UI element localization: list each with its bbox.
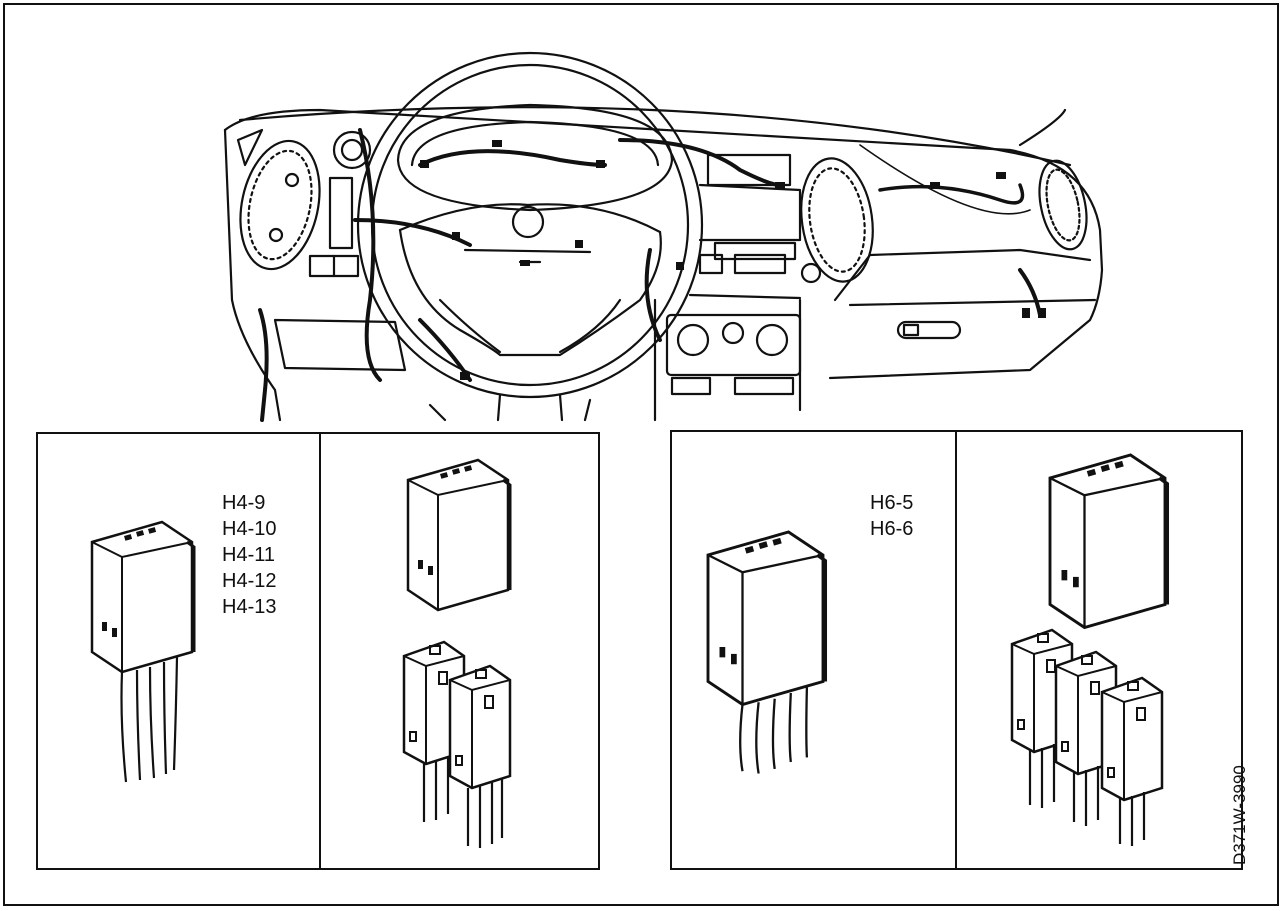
label-h4-9: H4-9 <box>222 492 266 514</box>
label-h4-13: H4-13 <box>222 596 277 618</box>
connector-h4-exploded <box>406 458 512 612</box>
label-h4-12: H4-12 <box>222 570 277 592</box>
label-h6-5: H6-5 <box>870 492 914 514</box>
inset-right-b <box>955 430 1243 870</box>
label-h6-6: H6-6 <box>870 518 914 540</box>
document-code: D371W-3990 <box>1230 765 1249 865</box>
inset-left-b <box>319 432 600 870</box>
connector-h6-assembled <box>706 530 828 774</box>
label-h4-11: H4-11 <box>222 544 275 566</box>
connector-h6-exploded <box>1048 453 1170 630</box>
label-h4-10: H4-10 <box>222 518 277 540</box>
diagram-frame <box>3 3 1279 906</box>
connector-h4-assembled <box>90 520 196 783</box>
